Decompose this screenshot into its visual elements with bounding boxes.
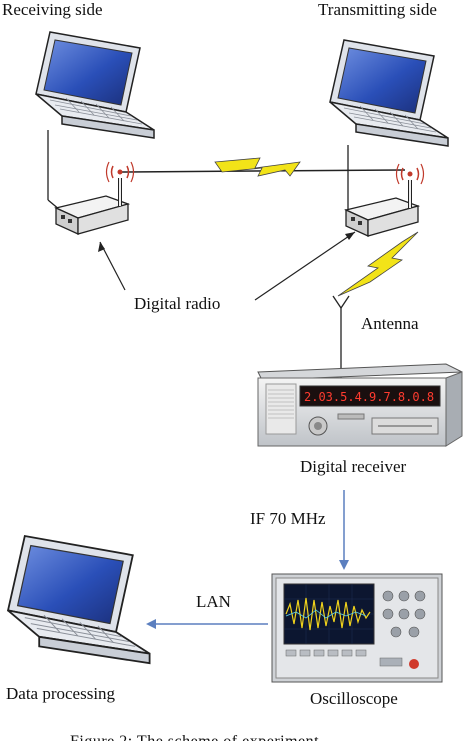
pointer-line-transmitting [254, 231, 356, 301]
digital-receiver-device: 2.03.5.4.9.7.8.0.8 [257, 363, 463, 447]
receiving-digital-radio [54, 160, 136, 236]
transmitting-laptop [329, 39, 449, 147]
data-processing-laptop [7, 535, 151, 665]
transmitting-digital-radio [344, 162, 426, 238]
figure-caption: Figure 2: The scheme of experiment. [70, 733, 324, 741]
antenna-link-bolt [337, 231, 419, 297]
receiving-side-label: Receiving side [2, 0, 103, 19]
data-processing-label: Data processing [6, 684, 116, 703]
lan-link-label: LAN [196, 592, 231, 611]
oscilloscope-label: Oscilloscope [310, 689, 398, 708]
digital-receiver-label: Digital receiver [300, 457, 407, 476]
antenna-symbol [332, 295, 350, 378]
receiver-display: 2.03.5.4.9.7.8.0.8 [304, 390, 434, 404]
transmitting-side-label: Transmitting side [318, 0, 437, 19]
antenna-label: Antenna [361, 314, 419, 333]
if-link-label: IF 70 MHz [250, 509, 326, 528]
oscilloscope-device [271, 573, 443, 683]
receiving-laptop [35, 31, 155, 139]
wireless-link-bolt [214, 157, 301, 177]
pointer-line-receiving [99, 241, 126, 291]
digital-radio-label: Digital radio [134, 294, 220, 313]
